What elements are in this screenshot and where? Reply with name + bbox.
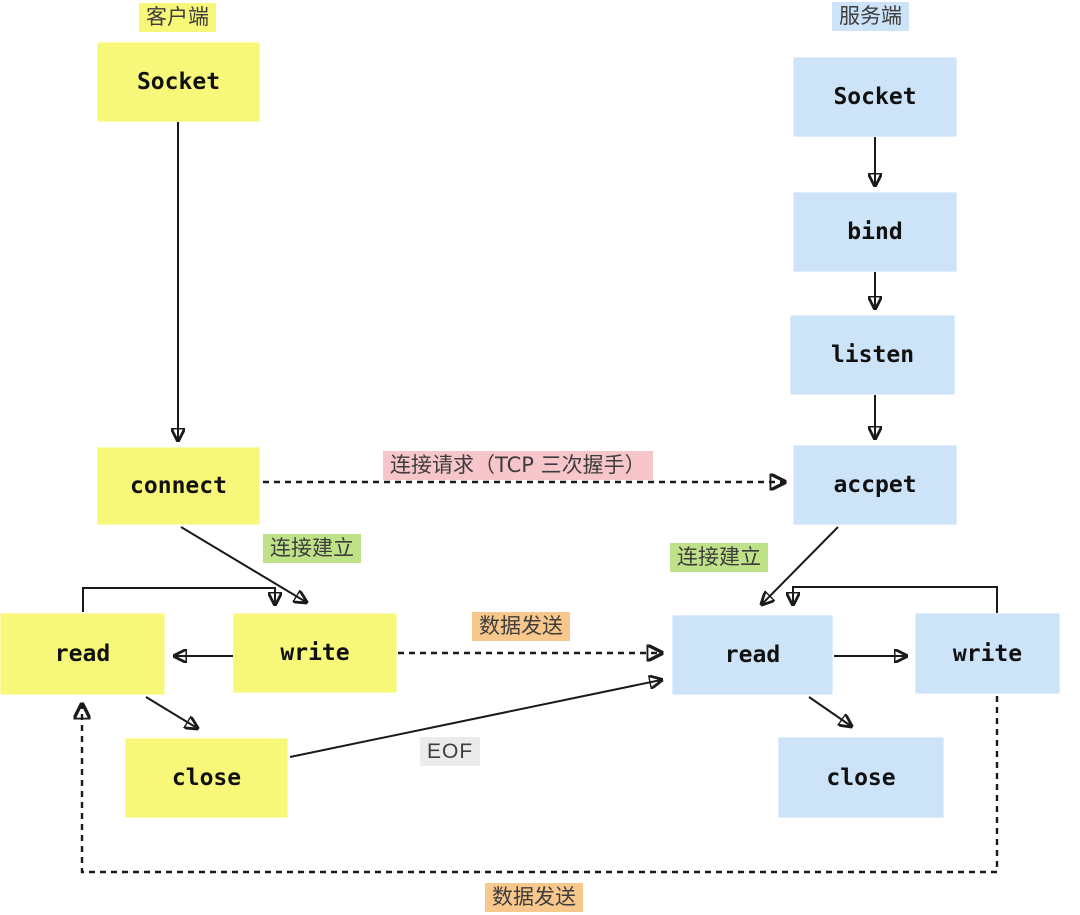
connect-request-label: 连接请求（TCP 三次握手）	[383, 451, 653, 480]
server-listen-label: listen	[830, 342, 915, 368]
client-close-node: close	[125, 738, 288, 818]
server-socket-node: Socket	[793, 57, 957, 137]
edge-client-close-eof	[289, 680, 661, 758]
client-connect-label: connect	[130, 473, 227, 499]
data-send-bottom-label: 数据发送	[485, 883, 583, 912]
data-send-top-label: 数据发送	[472, 612, 570, 641]
eof-label: EOF	[420, 737, 481, 766]
edge-server-write-data-send-return-dashed	[82, 696, 999, 874]
server-accpet-label: accpet	[833, 472, 917, 498]
client-socket-node: Socket	[97, 42, 260, 122]
edge-client-read-write-loop	[82, 587, 275, 612]
server-title: 服务端	[832, 2, 909, 31]
server-bind-label: bind	[847, 219, 903, 245]
client-write-label: write	[280, 640, 350, 666]
client-read-label: read	[54, 641, 111, 667]
conn-established-server-label: 连接建立	[670, 543, 768, 572]
client-connect-node: connect	[97, 447, 260, 525]
server-close-node: close	[778, 737, 944, 818]
server-write-node: write	[915, 613, 1060, 694]
edge-client-read-to-close	[145, 696, 197, 728]
client-read-node: read	[0, 613, 165, 695]
edge-connect-to-client-write	[180, 526, 306, 602]
server-accpet-node: accpet	[793, 445, 957, 525]
server-socket-label: Socket	[833, 84, 917, 110]
edge-server-write-read-loop	[793, 586, 998, 613]
edge-accpet-to-server-read	[762, 526, 839, 604]
server-read-node: read	[672, 615, 833, 695]
server-bind-node: bind	[793, 192, 957, 272]
edge-server-read-to-close	[808, 696, 851, 726]
conn-established-client-label: 连接建立	[263, 534, 361, 563]
server-listen-node: listen	[790, 315, 955, 395]
server-read-label: read	[724, 642, 781, 668]
client-write-node: write	[233, 613, 397, 693]
server-close-label: close	[826, 764, 896, 791]
client-close-label: close	[171, 765, 242, 791]
client-title: 客户端	[139, 3, 216, 32]
server-write-label: write	[952, 640, 1023, 667]
client-socket-label: Socket	[136, 69, 221, 95]
